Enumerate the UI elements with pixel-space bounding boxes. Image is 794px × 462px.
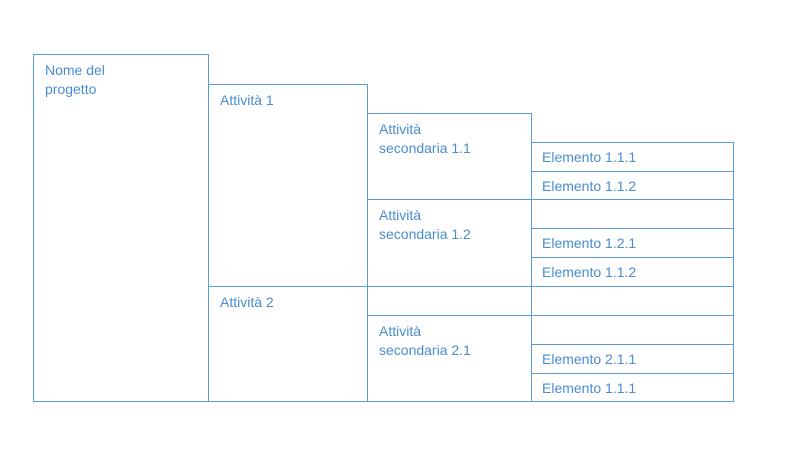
activity-1-box: Attività 1: [208, 84, 368, 287]
subactivity-1-2-label: Attività secondaria 1.2: [379, 207, 471, 242]
element-1-2-1-box: Elemento 1.2.1: [531, 228, 734, 258]
element-2-1-2-label: Elemento 1.1.1: [542, 380, 637, 396]
element-2-1-1-label: Elemento 2.1.1: [542, 351, 637, 367]
subactivity-2-1-label: Attività secondaria 2.1: [379, 323, 471, 358]
element-1-1-2-label: Elemento 1.1.2: [542, 178, 637, 194]
element-1-2-empty-box: [531, 199, 734, 229]
project-label: Nome del progetto: [45, 62, 105, 97]
project-box: Nome del progetto: [33, 54, 209, 402]
element-1-2-2-box: Elemento 1.1.2: [531, 257, 734, 287]
activity-1-label: Attività 1: [220, 92, 274, 108]
element-1-1-1-box: Elemento 1.1.1: [531, 142, 734, 172]
element-2-1-2-box: Elemento 1.1.1: [531, 373, 734, 402]
subactivity-2-empty-box: [367, 286, 532, 316]
element-2-empty-box: [531, 286, 734, 316]
subactivity-1-1-label: Attività secondaria 1.1: [379, 121, 471, 156]
subactivity-1-1-box: Attività secondaria 1.1: [367, 113, 532, 200]
element-1-2-2-label: Elemento 1.1.2: [542, 264, 637, 280]
subactivity-2-1-box: Attività secondaria 2.1: [367, 315, 532, 402]
element-1-1-1-label: Elemento 1.1.1: [542, 149, 637, 165]
activity-2-label: Attività 2: [220, 294, 274, 310]
element-1-2-1-label: Elemento 1.2.1: [542, 235, 637, 251]
element-1-1-2-box: Elemento 1.1.2: [531, 171, 734, 200]
activity-2-box: Attività 2: [208, 286, 368, 402]
subactivity-1-2-box: Attività secondaria 1.2: [367, 199, 532, 287]
element-2-1-empty-box: [531, 315, 734, 345]
element-2-1-1-box: Elemento 2.1.1: [531, 344, 734, 374]
